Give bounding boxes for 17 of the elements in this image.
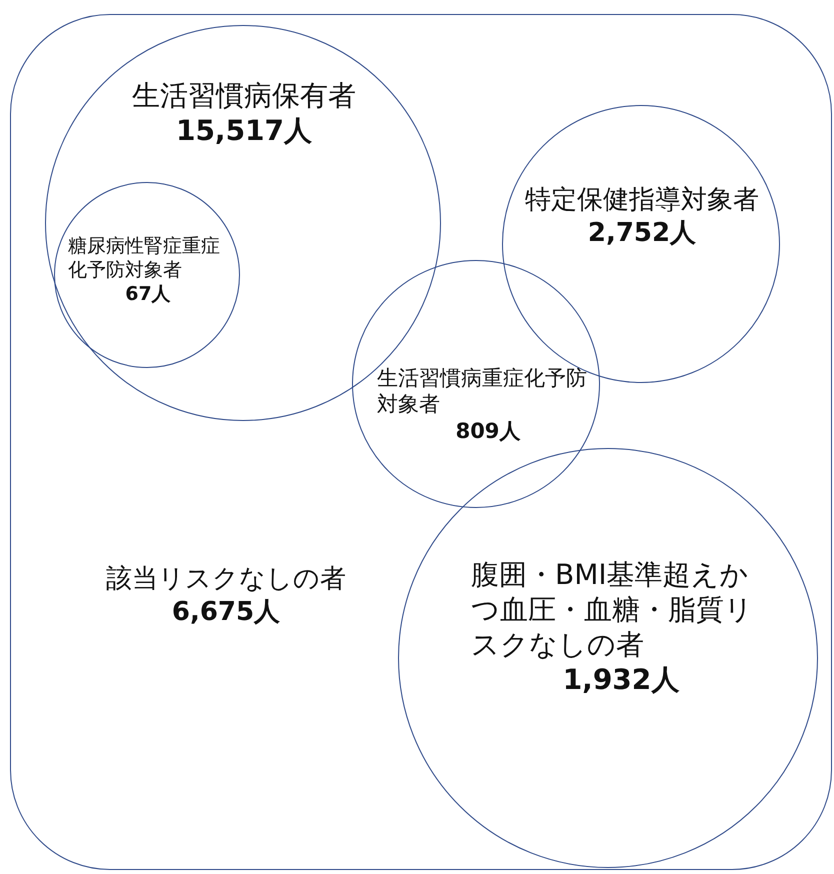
set-circle bbox=[45, 25, 441, 421]
set-label: 特定保健指導対象者 bbox=[524, 184, 760, 216]
count-value: 6,675人 bbox=[170, 596, 282, 628]
set-label: 生活習慣病保有者 bbox=[131, 78, 357, 113]
count-value: 1,932人 bbox=[562, 662, 680, 697]
count-value: 15,517人 bbox=[174, 113, 314, 148]
set-label: 糖尿病性腎症重症化予防対象者 bbox=[68, 235, 221, 282]
set-label: 該当リスクなしの者 bbox=[105, 563, 347, 596]
count-value: 67人 bbox=[124, 282, 172, 306]
count-value: 2,752人 bbox=[586, 216, 698, 249]
region-box bbox=[10, 14, 832, 870]
count-value: 809人 bbox=[454, 418, 522, 444]
set-circle bbox=[352, 260, 600, 508]
set-circle bbox=[398, 448, 818, 868]
set-label: 腹囲・BMI基準超えかつ血圧・血糖・脂質リスクなしの者 bbox=[471, 557, 754, 662]
set-label: 生活習慣病重症化予防対象者 bbox=[377, 365, 588, 418]
set-circle bbox=[54, 182, 240, 368]
